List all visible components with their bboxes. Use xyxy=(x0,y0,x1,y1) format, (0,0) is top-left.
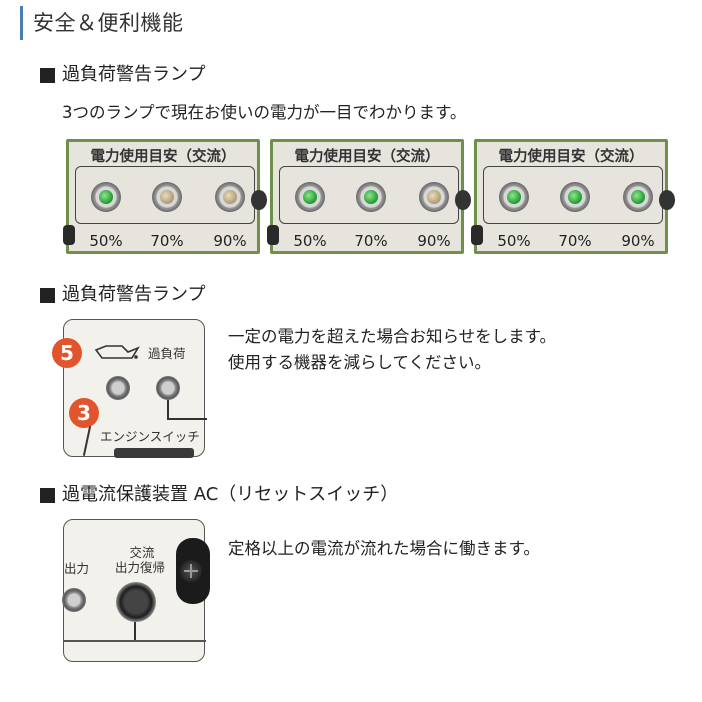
indicator-lamp-off xyxy=(215,182,245,212)
lamp-panel-2: 電力使用目安（交流） 50% 70% 90% xyxy=(267,139,471,254)
reset-switch-photo: 出力 交流 出力復帰 xyxy=(62,519,210,662)
guide-line xyxy=(82,426,92,456)
section3-heading-text: 過電流保護装置 AC（リセットスイッチ） xyxy=(62,484,399,505)
indicator-lamp-on xyxy=(295,182,325,212)
panel-label: 電力使用目安（交流） xyxy=(294,149,440,165)
indicator-lamp-off xyxy=(152,182,182,212)
section1-description: 3つのランプで現在お使いの電力が一目でわかります。 xyxy=(62,103,467,122)
panel-knob xyxy=(659,190,675,210)
panel-knob xyxy=(455,190,471,210)
lamp-panel-3: 電力使用目安（交流） 50% 70% 90% xyxy=(471,139,675,254)
step-badge-5: 5 xyxy=(52,338,82,368)
oil-can-icon xyxy=(94,345,140,359)
panel-edge xyxy=(471,225,483,245)
panel-label: 電力使用目安（交流） xyxy=(498,149,644,165)
reset-button[interactable] xyxy=(116,582,156,622)
section3-heading: 過電流保護装置 AC（リセットスイッチ） xyxy=(40,483,398,507)
lamp-light xyxy=(568,190,582,204)
lamp-panel-1: 電力使用目安（交流） 50% 70% 90% xyxy=(63,139,267,254)
section1-heading-text: 過負荷警告ランプ xyxy=(62,64,206,85)
guide-line xyxy=(167,400,169,420)
output-lamp xyxy=(62,588,86,612)
indicator-lamp-on xyxy=(560,182,590,212)
percent-label: 90% xyxy=(621,232,655,250)
guide-line xyxy=(134,622,136,642)
lamp-light xyxy=(364,190,378,204)
lamp-light xyxy=(427,190,441,204)
percent-label: 50% xyxy=(89,232,123,250)
panel-label: 電力使用目安（交流） xyxy=(90,149,236,165)
lamp-light xyxy=(631,190,645,204)
square-bullet-icon xyxy=(40,67,55,83)
percent-label: 50% xyxy=(293,232,327,250)
section2-heading-text: 過負荷警告ランプ xyxy=(62,284,206,305)
overload-lamp-photo: 5 過負荷 3 エンジンスイッチ xyxy=(52,319,207,458)
lamp-light xyxy=(99,190,113,204)
square-bullet-icon xyxy=(40,487,55,503)
percent-label: 90% xyxy=(213,232,247,250)
section2-description-line1: 一定の電力を超えた場合お知らせをします。 xyxy=(228,327,557,346)
lamp-light xyxy=(223,190,237,204)
switch-edge xyxy=(114,448,194,458)
reset-label-line1: 交流 xyxy=(129,545,155,560)
section1-heading: 過負荷警告ランプ xyxy=(40,63,205,87)
indicator-lamp-off xyxy=(419,182,449,212)
guide-line xyxy=(167,418,207,420)
lamp-light xyxy=(507,190,521,204)
panel-edge xyxy=(63,225,75,245)
reset-label-line2: 出力復帰 xyxy=(114,560,165,575)
page-title: 安全＆便利機能 xyxy=(20,6,184,40)
step-badge-3: 3 xyxy=(69,398,99,428)
lamp-light xyxy=(160,190,174,204)
panel-knob xyxy=(251,190,267,210)
percent-label: 90% xyxy=(417,232,451,250)
panel-edge-line xyxy=(64,640,206,642)
overload-lamp xyxy=(156,376,180,400)
panel-edge xyxy=(267,225,279,245)
screw-icon xyxy=(180,560,202,582)
indicator-lamp-on xyxy=(91,182,121,212)
indicator-lamp-on xyxy=(499,182,529,212)
square-bullet-icon xyxy=(40,287,55,303)
engine-switch-label: エンジンスイッチ xyxy=(100,429,200,444)
section2-description-line2: 使用する機器を減らしてください。 xyxy=(228,353,492,372)
percent-label: 70% xyxy=(150,232,184,250)
indicator-lamp-on xyxy=(623,182,653,212)
percent-label: 50% xyxy=(497,232,531,250)
section2-heading: 過負荷警告ランプ xyxy=(40,283,205,307)
percent-label: 70% xyxy=(558,232,592,250)
indicator-lamp-off xyxy=(106,376,130,400)
indicator-lamp-on xyxy=(356,182,386,212)
section3-description: 定格以上の電流が流れた場合に働きます。 xyxy=(228,539,540,558)
output-label: 出力 xyxy=(64,561,90,576)
overload-label: 過負荷 xyxy=(148,346,186,361)
percent-label: 70% xyxy=(354,232,388,250)
lamp-light xyxy=(303,190,317,204)
